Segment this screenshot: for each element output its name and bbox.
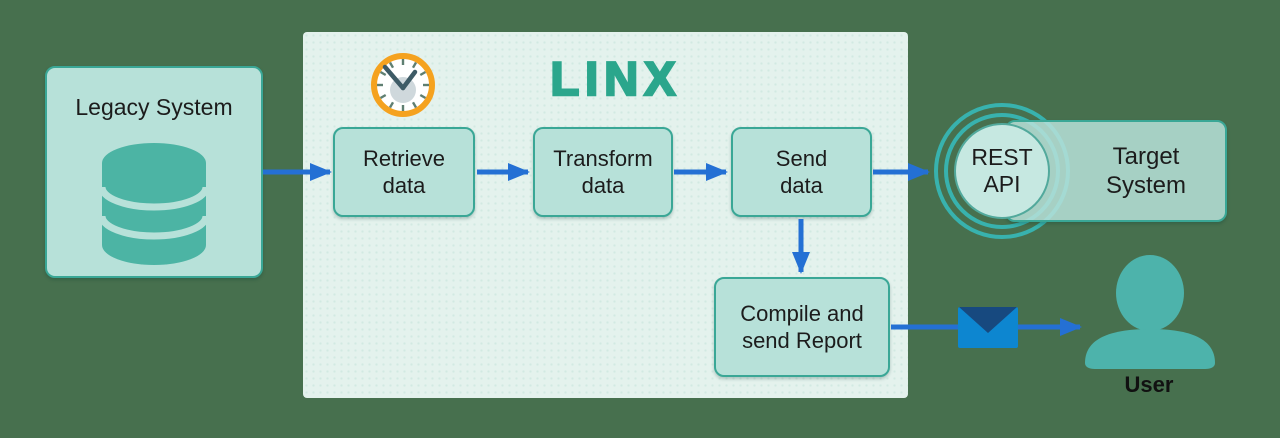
retrieve-data-label-line1: Retrieve [363,146,445,171]
target-system-label-line1: Target [1112,143,1180,170]
envelope-icon [958,307,1018,348]
compile-report-label-line1: Compile and [740,301,864,326]
retrieve-data-label-line2: data [382,173,426,198]
rest-api-label-line1: REST [971,144,1033,170]
node-retrieve-data: Retrieve data [333,127,475,217]
rest-api-label-line2: API [983,171,1021,197]
target-system-label-line2: System [1105,172,1186,199]
send-data-label-line2: data [780,173,823,198]
node-compile-send-report: Compile and send Report [714,277,890,377]
user-icon [1085,255,1215,369]
clock-icon [371,53,435,117]
user-label: User [1124,372,1174,397]
node-rest-api: REST API [954,123,1050,219]
compile-report-label-line2: send Report [742,328,862,353]
node-transform-data: Transform data [533,127,673,217]
database-icon [98,143,210,265]
transform-data-label-line1: Transform [553,146,653,171]
legacy-system-label: Legacy System [75,94,233,120]
node-send-data: Send data [731,127,872,217]
linx-logo: LINX [549,50,682,106]
transform-data-label-line2: data [581,173,625,198]
send-data-label-line1: Send [775,146,828,171]
